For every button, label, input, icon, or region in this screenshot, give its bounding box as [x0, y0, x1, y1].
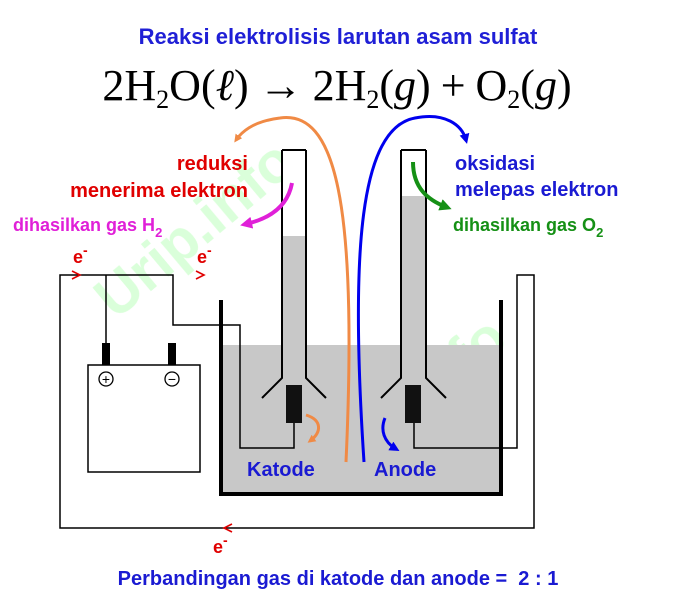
eq-right2-close: )	[557, 61, 572, 110]
eq-plus: +	[441, 61, 466, 110]
eq-right1-sub: 2	[366, 85, 379, 114]
eq-left-close: )	[234, 61, 249, 110]
electron-arrow-top-left	[71, 270, 82, 280]
electron-label-base: e	[197, 247, 207, 267]
hydrogen-product-sub: 2	[155, 225, 162, 240]
battery: + −	[87, 343, 201, 473]
anode-small-arrow	[381, 417, 400, 452]
electron-label-base: e	[73, 247, 83, 267]
electron-label-top-left: e-	[73, 242, 88, 267]
eq-right2-sub: 2	[507, 85, 520, 114]
beaker	[219, 300, 503, 496]
eq-left-tail: O(	[169, 61, 215, 110]
cathode-test-tube	[261, 149, 327, 399]
anode-label: Anode	[374, 459, 436, 481]
anode-test-tube	[380, 149, 447, 399]
title: Reaksi elektrolisis larutan asam sulfat	[139, 24, 538, 49]
electron-arrow-top-right	[195, 270, 206, 280]
eq-left-state: ℓ	[216, 61, 235, 110]
gas-ratio-footer: Perbandingan gas di katode dan anode = 2…	[118, 568, 559, 590]
cathode-electrode	[286, 385, 302, 423]
electron-label-charge: -	[83, 242, 88, 258]
eq-left-mol: H	[124, 61, 156, 110]
positive-terminal-icon	[98, 371, 114, 387]
battery-negative-terminal	[168, 343, 176, 365]
electron-flow-arrows	[71, 270, 233, 533]
oxygen-gas-arrow	[411, 161, 452, 211]
oxygen-product-sub: 2	[596, 225, 603, 240]
orange-curved-arrow	[234, 116, 351, 463]
blue-curved-arrow	[356, 115, 470, 463]
oxygen-product-text: dihasilkan gas O	[453, 215, 596, 235]
eq-right1-close: )	[416, 61, 431, 110]
eq-right1-open: (	[379, 61, 394, 110]
anode-electrode	[405, 385, 421, 423]
cathode-tube-gas	[282, 150, 306, 236]
anode-tube-liquid	[401, 196, 426, 348]
release-electron-label: melepas elektron	[455, 179, 618, 201]
battery-positive-terminal	[102, 343, 110, 365]
negative-terminal-icon	[164, 371, 180, 387]
hydrogen-gas-arrow	[240, 182, 294, 229]
hydrogen-product-label: dihasilkan gas H2	[13, 215, 162, 240]
electron-label-charge: -	[223, 532, 228, 548]
accept-electron-label: menerima elektron	[70, 180, 248, 202]
negative-sign: −	[168, 371, 176, 387]
electron-arrow-bottom	[222, 523, 233, 533]
oxidation-label: oksidasi	[455, 153, 535, 175]
eq-right1-coef: 2	[313, 61, 335, 110]
eq-right2-mol: O	[476, 61, 508, 110]
reaction-equation: 2H2O(ℓ)→2H2(g)+O2(g)	[102, 61, 571, 114]
electron-label-charge: -	[207, 242, 212, 258]
eq-right1-state: g	[394, 61, 416, 110]
eq-arrow: →	[259, 61, 303, 110]
circuit-wires	[59, 274, 535, 529]
eq-right2-state: g	[535, 61, 557, 110]
eq-right2-open: (	[520, 61, 535, 110]
cathode-small-arrow	[305, 413, 320, 443]
cathode-tube-liquid	[282, 236, 306, 348]
eq-right1-mol: H	[335, 61, 367, 110]
eq-left-coef: 2	[102, 61, 124, 110]
electron-label-base: e	[213, 537, 223, 557]
eq-left-sub: 2	[156, 85, 169, 114]
electron-label-top-right: e-	[197, 242, 212, 267]
reduction-label: reduksi	[177, 153, 248, 175]
cathode-label: Katode	[247, 459, 315, 481]
electron-label-bottom: e-	[213, 532, 228, 557]
hydrogen-product-text: dihasilkan gas H	[13, 215, 155, 235]
positive-sign: +	[102, 371, 110, 387]
oxygen-product-label: dihasilkan gas O2	[453, 215, 603, 240]
